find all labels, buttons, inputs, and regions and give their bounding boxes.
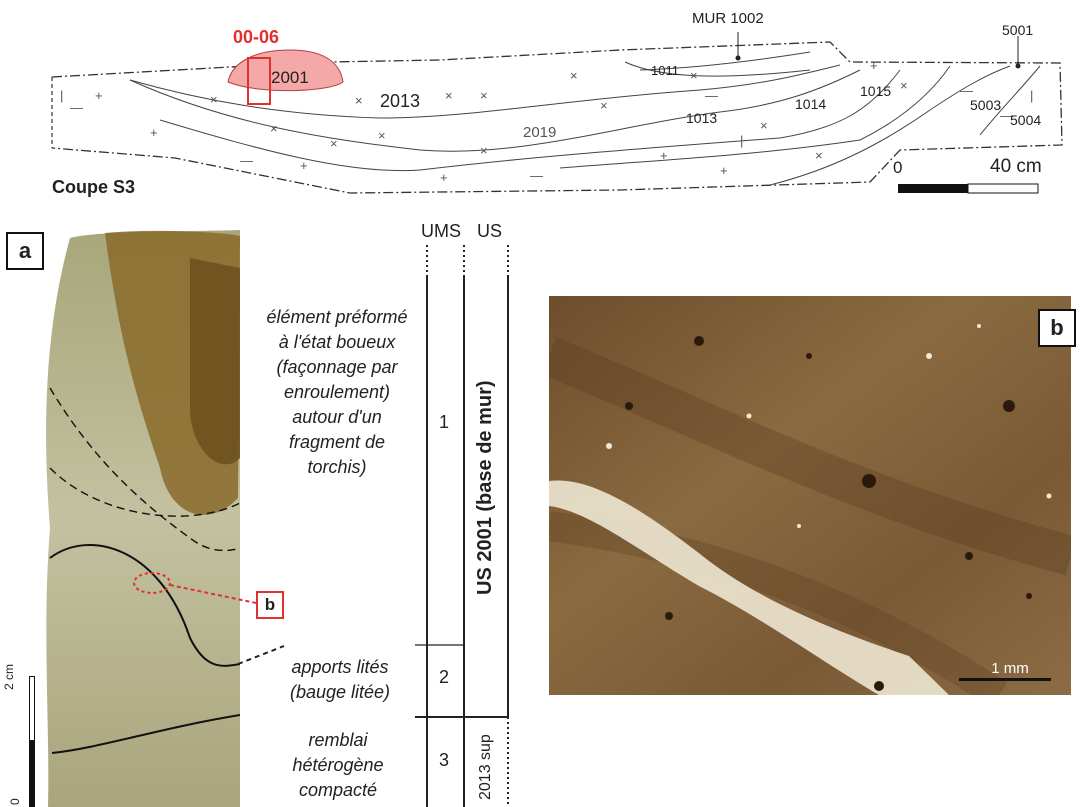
panel-a-scale-label: 2 cm xyxy=(2,663,16,690)
ums-2-description: apports lités (bauge litée) xyxy=(289,657,391,702)
section-scale-start: 0 xyxy=(893,158,903,177)
us-label-2019: 2019 xyxy=(523,124,557,141)
svg-text:×: × xyxy=(330,136,338,151)
ums-1-number: 1 xyxy=(438,412,449,432)
thin-section-scan xyxy=(46,230,240,807)
us-label-1014: 1014 xyxy=(795,96,827,112)
panel-a-scale-bar xyxy=(29,676,35,807)
svg-text:+: + xyxy=(720,163,728,178)
svg-text:×: × xyxy=(600,98,608,113)
us-column-header: US xyxy=(477,221,503,241)
us-label-1015: 1015 xyxy=(860,83,892,99)
svg-text:+: + xyxy=(440,170,448,185)
callout-leader xyxy=(169,584,285,665)
svg-text:|: | xyxy=(1030,88,1033,103)
svg-text:×: × xyxy=(570,68,578,83)
svg-text:×: × xyxy=(480,88,488,103)
svg-text:—: — xyxy=(530,168,543,183)
sample-location-box xyxy=(247,57,271,105)
micrograph-void xyxy=(549,480,949,695)
panel-a-scale-zero: 0 xyxy=(8,798,22,805)
stratigraphy-columns xyxy=(415,245,509,807)
svg-text:+: + xyxy=(95,88,103,103)
ums-column-header: UMS xyxy=(421,221,461,241)
micrograph xyxy=(549,296,1071,695)
section-scale-end: 40 cm xyxy=(990,156,1042,177)
svg-text:—: — xyxy=(70,100,83,115)
section-scale-bar xyxy=(898,183,1039,194)
wall-label: MUR 1002 xyxy=(692,10,764,27)
svg-text:×: × xyxy=(210,92,218,107)
us-label-1013: 1013 xyxy=(686,110,718,126)
us-label-5004: 5004 xyxy=(1010,112,1042,128)
svg-text:+: + xyxy=(660,148,668,163)
panel-b-tag: b xyxy=(1038,309,1076,347)
us-label-2001: 2001 xyxy=(271,68,309,87)
svg-text:—: — xyxy=(1000,108,1013,123)
ums-3-description: remblai hétérogène compacté xyxy=(292,730,384,800)
svg-text:—: — xyxy=(705,88,718,103)
ums-2-number: 2 xyxy=(438,667,449,687)
callout-box: b xyxy=(256,591,284,619)
us-upper-label: US 2001 (base de mur) xyxy=(474,380,496,595)
svg-text:+: + xyxy=(870,58,878,73)
svg-text:+: + xyxy=(300,158,308,173)
svg-text:—: — xyxy=(960,83,973,98)
section-outline xyxy=(51,41,1063,194)
svg-text:×: × xyxy=(445,88,453,103)
us-lower-label: 2013 sup xyxy=(477,734,494,800)
section-title: Coupe S3 xyxy=(52,177,136,197)
svg-text:|: | xyxy=(740,133,743,148)
micrograph-scale-bar xyxy=(959,678,1051,681)
svg-text:+: + xyxy=(150,125,158,140)
callout-ellipse xyxy=(133,572,171,594)
svg-text:×: × xyxy=(900,78,908,93)
svg-text:×: × xyxy=(378,128,386,143)
svg-text:—: — xyxy=(240,153,253,168)
sample-label: 00-06 xyxy=(233,27,280,47)
svg-text:|: | xyxy=(60,88,63,103)
ums-3-number: 3 xyxy=(438,750,449,770)
micrograph-scale-label: 1 mm xyxy=(991,660,1029,677)
us-label-2013: 2013 xyxy=(380,91,421,111)
svg-text:×: × xyxy=(270,121,278,136)
us-label-5003: 5003 xyxy=(970,97,1002,113)
section-drawing: + — | + × × × × × × × × × × — — + + — + + + × — — | × × | × xyxy=(51,32,1063,194)
panel-a-tag: a xyxy=(6,232,44,270)
us-label-1011: 1011 xyxy=(651,63,679,78)
svg-text:×: × xyxy=(355,93,363,108)
us-label-5001: 5001 xyxy=(1002,22,1034,38)
svg-text:×: × xyxy=(480,143,488,158)
svg-text:×: × xyxy=(690,68,698,83)
ums-1-description: élément préformé à l'état boueux (façonn… xyxy=(266,307,408,477)
svg-text:×: × xyxy=(760,118,768,133)
svg-text:×: × xyxy=(815,148,823,163)
